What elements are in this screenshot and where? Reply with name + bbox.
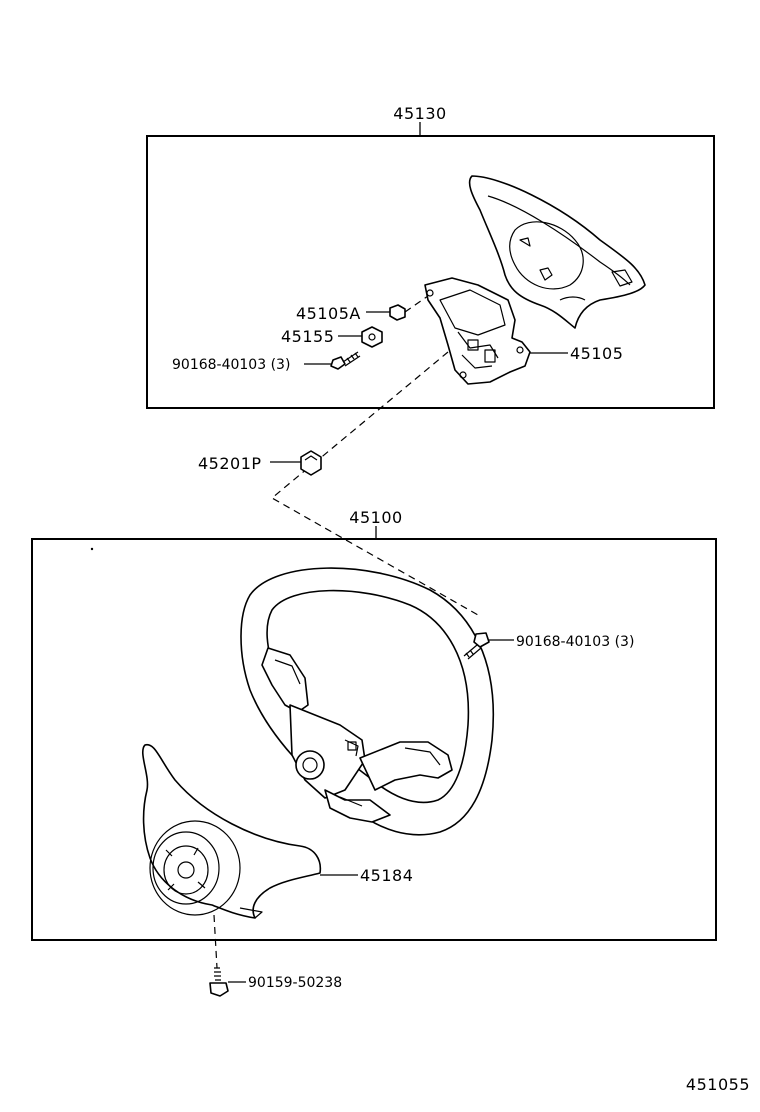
label-45105a: 45105A xyxy=(296,304,361,323)
horn-pad-assembly-frame xyxy=(146,135,715,409)
horn-pad-bracket xyxy=(424,277,531,385)
wheel-screw xyxy=(463,632,490,660)
frame-dot xyxy=(90,547,94,551)
horn-nut-a xyxy=(389,304,406,321)
horn-screw xyxy=(330,351,361,370)
label-wheel-screw: 90168-40103 (3) xyxy=(516,634,634,650)
wheel-nut xyxy=(300,450,322,476)
lower-cover xyxy=(141,744,322,919)
label-45184: 45184 xyxy=(360,866,413,885)
horn-pad-cover xyxy=(468,175,646,329)
label-45155: 45155 xyxy=(281,327,334,346)
cover-screw-dash xyxy=(213,914,218,969)
nut-to-bracket-dash xyxy=(317,351,449,461)
steering-wheel xyxy=(240,567,494,836)
label-45201p: 45201P xyxy=(198,454,262,473)
wheel-center-dash xyxy=(270,467,479,616)
label-cover-screw: 90159-50238 xyxy=(248,975,342,991)
steering-wheel-assembly-frame xyxy=(31,538,717,941)
label-45100: 45100 xyxy=(349,508,402,527)
label-45130: 45130 xyxy=(393,104,446,123)
cover-screw xyxy=(209,967,229,997)
horn-nut-a-dash xyxy=(404,295,429,313)
figure-number: 451055 xyxy=(686,1075,750,1094)
label-horn-screw: 90168-40103 (3) xyxy=(172,357,290,373)
horn-nut xyxy=(361,326,383,348)
label-45105: 45105 xyxy=(570,344,623,363)
